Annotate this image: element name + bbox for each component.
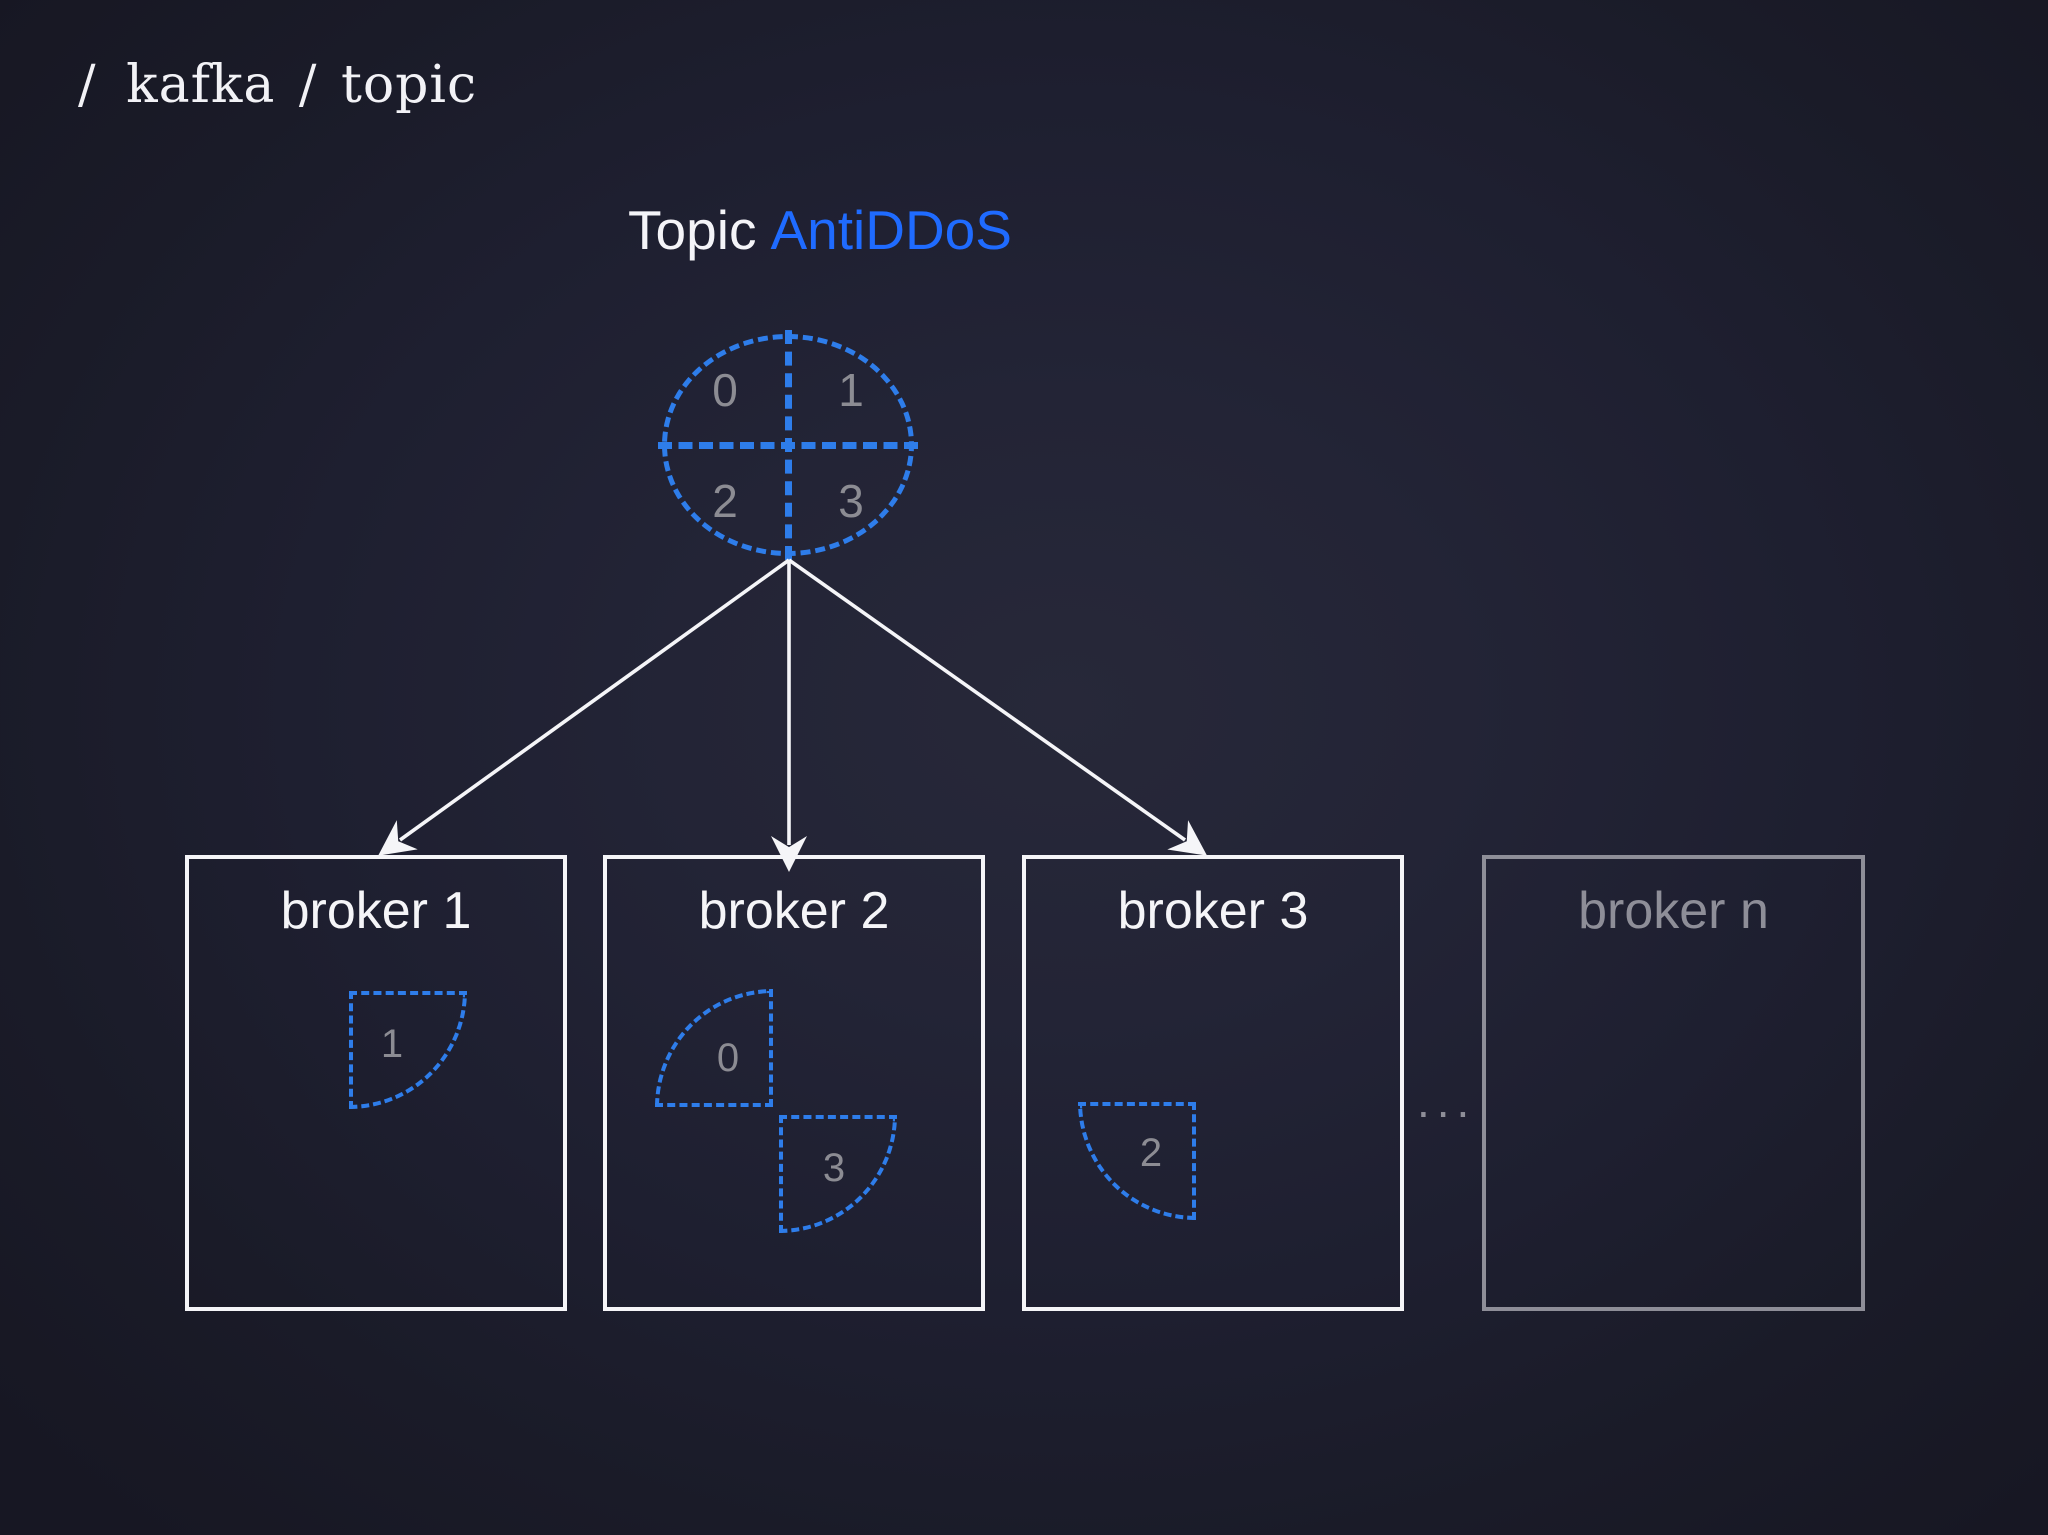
wheel-partition-1: 1 bbox=[838, 363, 864, 416]
broker-n-label: broker n bbox=[1578, 882, 1769, 940]
wheel-partition-0: 0 bbox=[712, 363, 738, 416]
breadcrumb-segment-topic[interactable]: topic bbox=[340, 55, 478, 115]
breadcrumb-root[interactable]: / bbox=[78, 55, 97, 115]
partition-chip-3-id: 3 bbox=[822, 1145, 846, 1190]
wheel-partition-2: 2 bbox=[712, 474, 738, 527]
broker-3-label: broker 3 bbox=[1117, 882, 1309, 940]
wheel-partition-3: 3 bbox=[838, 474, 864, 527]
title-prefix: Topic bbox=[628, 199, 757, 261]
partition-chip-0-id: 0 bbox=[716, 1035, 740, 1080]
broker-1-label: broker 1 bbox=[280, 882, 472, 940]
partition-chip-1-id: 1 bbox=[380, 1021, 404, 1066]
arrow-to-broker-1 bbox=[378, 558, 791, 856]
breadcrumb-separator: / bbox=[298, 55, 318, 115]
broker-box-3[interactable]: broker 3 2 bbox=[1022, 855, 1404, 1311]
partition-chip-2: 2 bbox=[1078, 1102, 1196, 1220]
partition-chip-0: 0 bbox=[655, 989, 773, 1107]
partition-wheel: 0 1 2 3 bbox=[658, 330, 918, 560]
broker-box-n[interactable]: broker n bbox=[1482, 855, 1865, 1311]
breadcrumb-segment-kafka[interactable]: kafka bbox=[126, 55, 276, 115]
partition-chip-2-id: 2 bbox=[1139, 1130, 1163, 1175]
broker-2-label: broker 2 bbox=[698, 882, 890, 940]
partition-chip-1: 1 bbox=[349, 991, 467, 1109]
ellipsis-indicator: ... bbox=[1417, 1075, 1477, 1127]
breadcrumb: / kafka / topic bbox=[78, 55, 477, 115]
partition-chip-3: 3 bbox=[779, 1115, 897, 1233]
topic-name: AntiDDoS bbox=[770, 199, 1012, 261]
broker-box-2[interactable]: broker 2 0 3 bbox=[603, 855, 985, 1311]
broker-box-1[interactable]: broker 1 1 bbox=[185, 855, 567, 1311]
arrow-to-broker-3 bbox=[787, 558, 1208, 856]
wheel-horizontal-divider bbox=[658, 442, 918, 449]
